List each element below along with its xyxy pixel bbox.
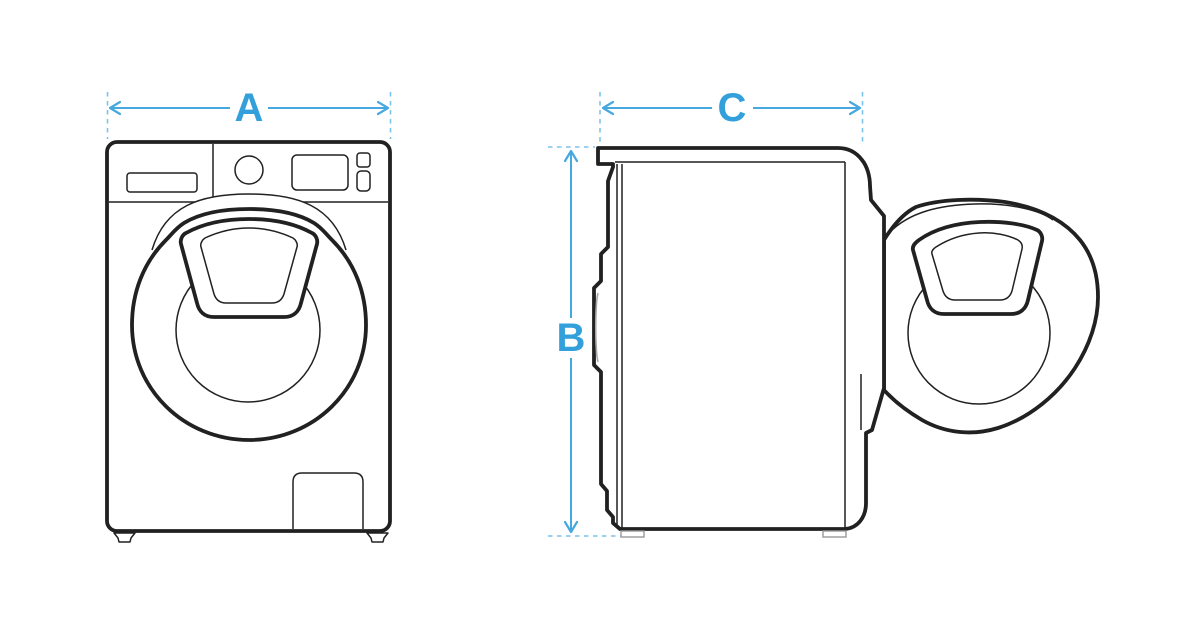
dim-depth-label: C	[718, 86, 747, 130]
panel-button	[356, 152, 371, 168]
door-front	[130, 193, 368, 442]
arrowhead-right	[848, 100, 862, 116]
front-view	[105, 140, 392, 543]
door-rim-arc	[888, 203, 1054, 234]
dimension-height: B	[548, 146, 646, 537]
arrowhead-left	[601, 100, 615, 116]
back-panel-detail	[594, 292, 599, 363]
dimension-depth: C	[599, 86, 864, 145]
door-rim-arc	[151, 193, 347, 251]
addwash-door-outline	[178, 217, 320, 319]
foot-left	[113, 532, 136, 543]
panel-button	[356, 170, 371, 192]
addwash-window	[931, 232, 1023, 301]
program-knob	[234, 155, 264, 185]
door-side	[882, 197, 1100, 435]
dim-width-label: A	[235, 86, 264, 130]
dim-height-label: B	[557, 316, 586, 360]
detergent-drawer	[126, 172, 198, 193]
arrowhead-bottom	[563, 520, 579, 534]
addwash-door-outline	[910, 219, 1045, 316]
display-panel	[291, 154, 349, 191]
addwash-window	[200, 227, 298, 304]
dimension-width: A	[106, 86, 392, 139]
arrowhead-top	[563, 149, 579, 163]
foot-right	[366, 532, 389, 543]
service-panel	[292, 472, 364, 529]
cabinet-side	[592, 146, 886, 531]
foot-front	[822, 530, 847, 538]
foot-back	[620, 530, 645, 538]
arrowhead-left	[108, 100, 122, 116]
side-view	[592, 146, 1100, 538]
arrowhead-right	[376, 100, 390, 116]
